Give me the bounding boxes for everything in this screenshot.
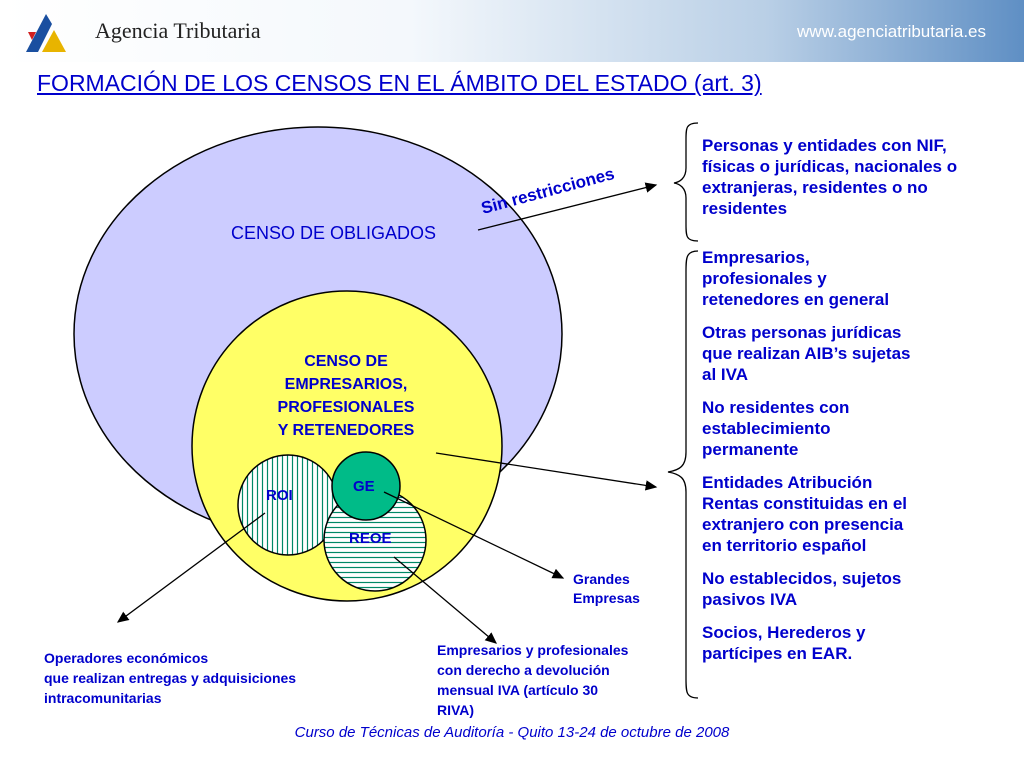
agencia-tributaria-logo-icon [26,14,66,52]
ge-label: GE [353,478,375,495]
list-item: Socios, Herederos y partícipes en EAR. [702,623,866,663]
list-item: No establecidos, sujetos pasivos IVA [702,569,902,609]
censo-obligados-label: CENSO DE OBLIGADOS [231,223,437,243]
brand-name: Agencia Tributaria [95,18,261,43]
list-item: No residentes con establecimiento perman… [702,398,850,459]
list-item: Otras personas jurídicas que realizan AI… [702,323,911,384]
list-empresarios: Empresarios, profesionales y retenedores… [702,247,1017,676]
list-item: Entidades Atribución Rentas constituidas… [702,473,907,555]
header-bar: Agencia Tributaria www.agenciatributaria… [0,0,1024,62]
list-obligados: Personas y entidades con NIF, físicas o … [702,136,958,218]
arrow-roi [116,512,266,623]
censo-empresarios-label: CENSO DE EMPRESARIOS, PROFESIONALES Y RE… [277,353,415,439]
page-title: FORMACIÓN DE LOS CENSOS EN EL ÁMBITO DEL… [37,70,762,96]
arrow-empresarios-list [435,452,658,491]
brace-empresarios [667,250,699,699]
arrow-sin-restricciones [477,182,658,231]
footer-course-info: Curso de Técnicas de Auditoría - Quito 1… [294,724,730,741]
roi-circle [237,454,339,556]
website-link[interactable]: www.agenciatributaria.es [797,22,986,41]
reoe-label: REOE [349,530,392,547]
ge-circle [331,451,401,521]
arrow-reoe [393,556,497,644]
roi-label: ROI [266,487,293,504]
list-item: Empresarios, profesionales y retenedores… [702,248,890,309]
operadores-label: Operadores económicos que realizan entre… [44,650,297,706]
sin-restricciones-label: Sin restricciones [479,164,616,218]
grandes-empresas-label: Grandes Empresas [573,571,640,606]
arrow-ge [383,491,565,579]
brace-obligados [673,122,699,242]
empresarios-devolucion-label: Empresarios y profesionales con derecho … [437,642,629,718]
